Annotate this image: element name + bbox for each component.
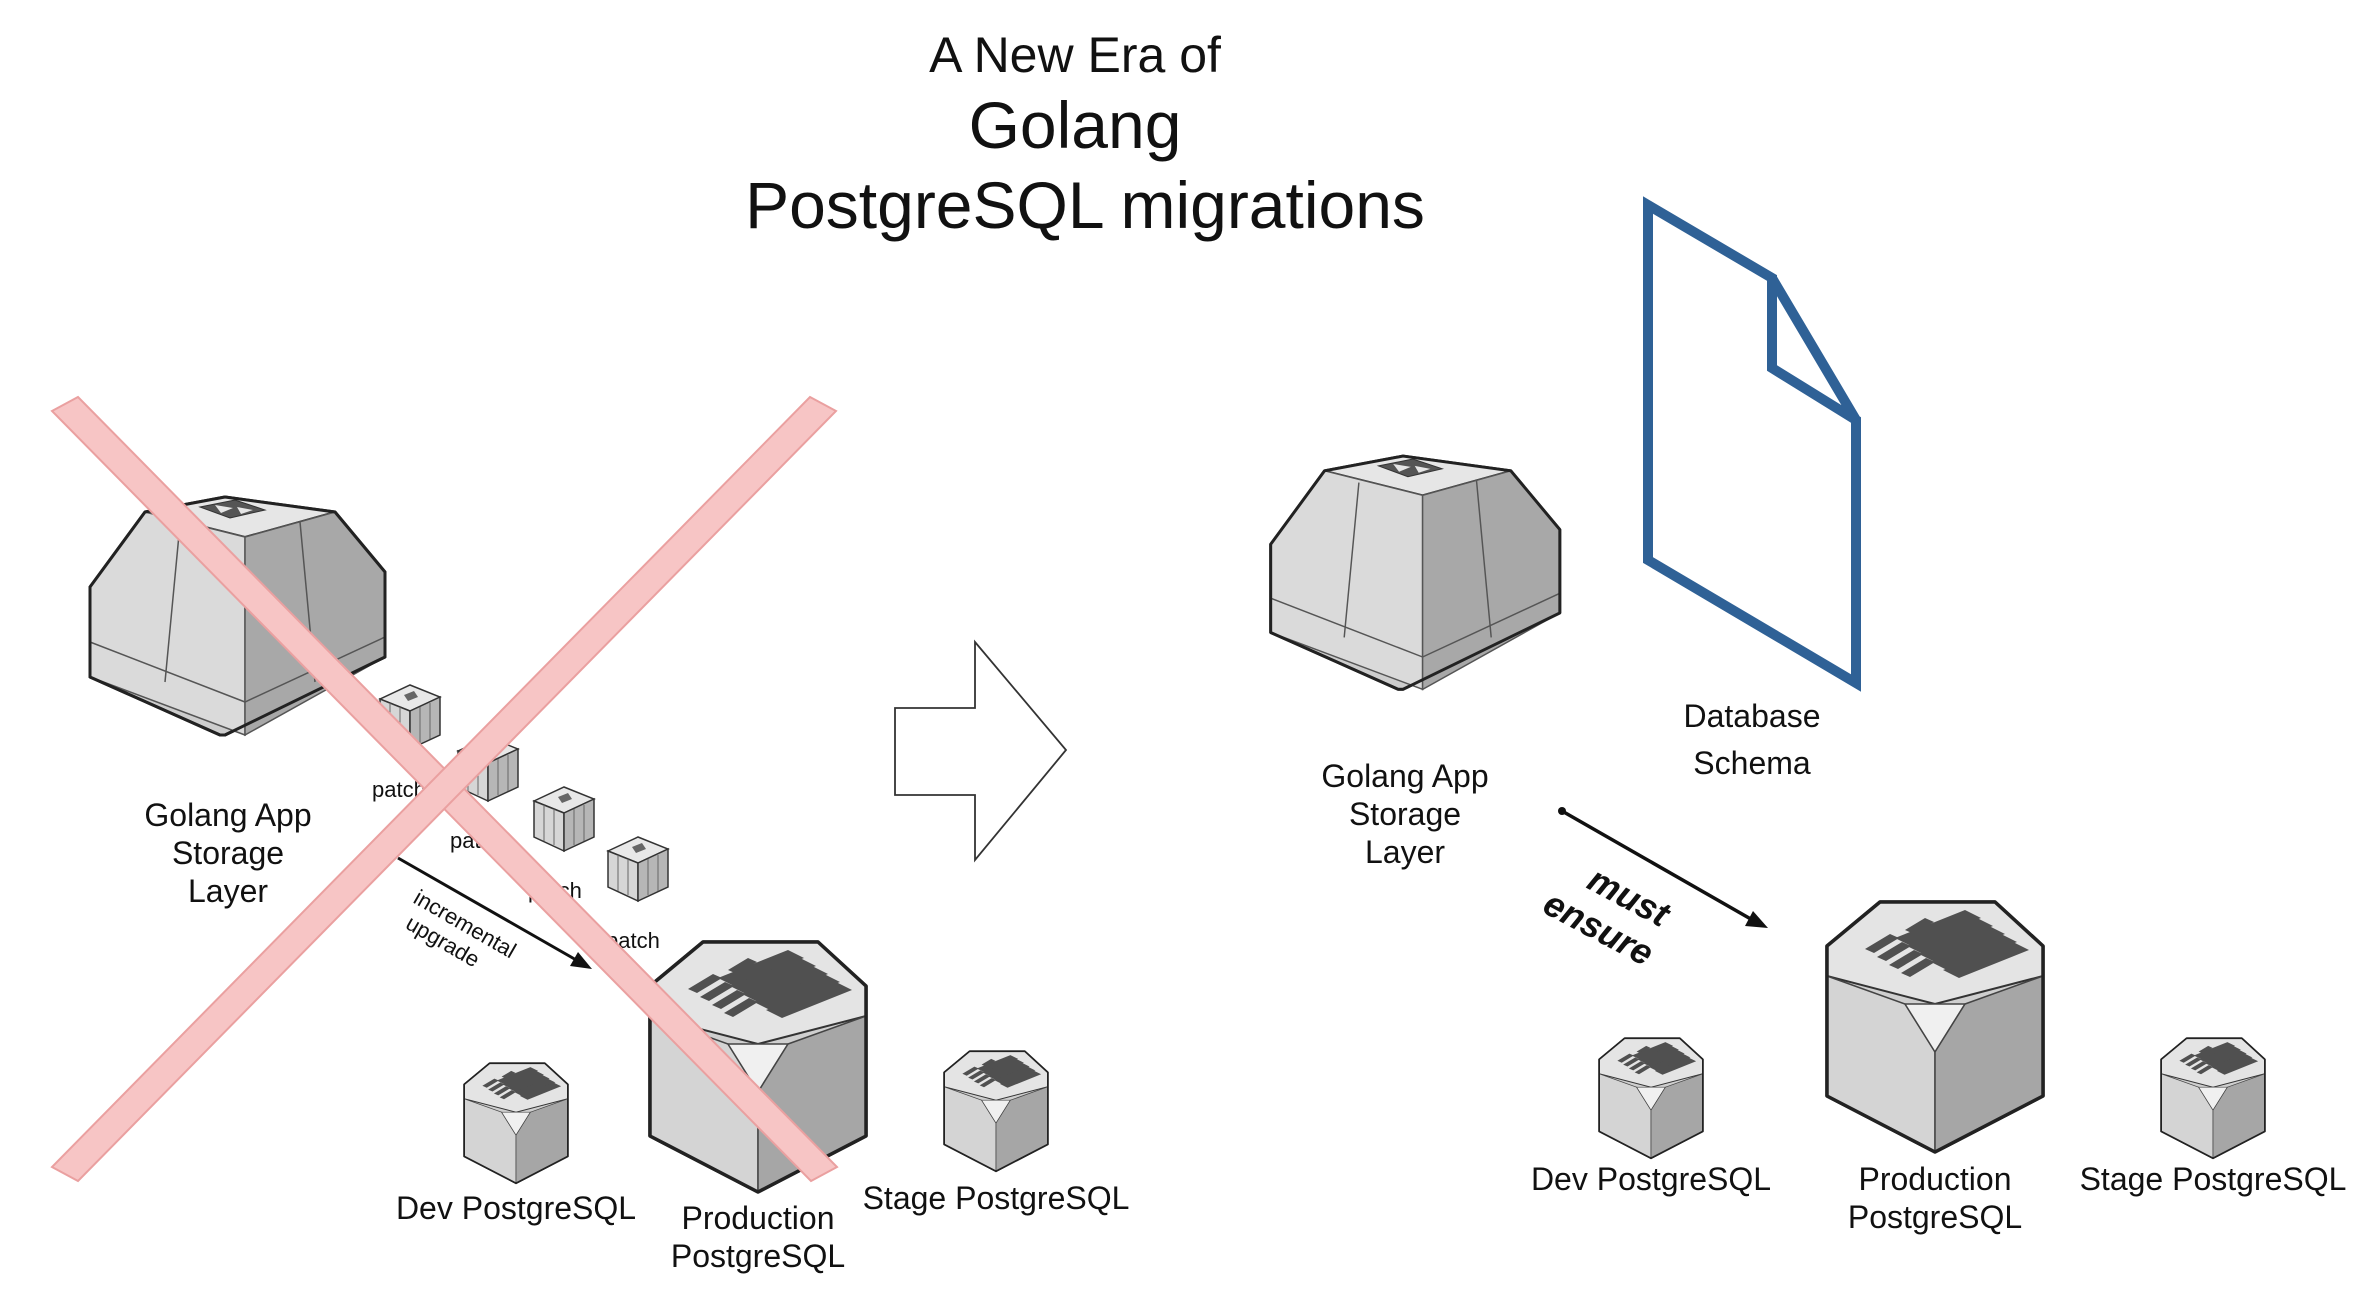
svg-text:PostgreSQL: PostgreSQL: [1848, 1199, 2022, 1235]
app-label: Golang App Storage Layer: [1321, 758, 1488, 870]
svg-text:Production: Production: [682, 1200, 835, 1236]
production-db-server-icon: [1825, 900, 2045, 1154]
stage-db-server-icon: [943, 1050, 1049, 1173]
svg-text:Production: Production: [1859, 1161, 2012, 1197]
transition-arrow-icon: [894, 639, 1068, 863]
patch-box-icon: [533, 786, 595, 852]
document-icon: [1643, 196, 1861, 692]
left-diagram: Golang App Storage Layer patch patch pat…: [50, 395, 1130, 1274]
dev-db-server-icon: [1598, 1037, 1704, 1160]
svg-text:PostgreSQL: PostgreSQL: [671, 1238, 845, 1274]
app-server-icon: [1269, 454, 1562, 691]
svg-text:Storage: Storage: [1349, 796, 1461, 832]
ensure-arrow: [1561, 809, 1757, 924]
title-line-1: A New Era of: [929, 27, 1221, 83]
dev-db-server-icon: [463, 1062, 569, 1185]
svg-text:Golang App: Golang App: [144, 797, 311, 833]
title-line-2: Golang: [969, 88, 1182, 162]
upgrade-arrow: [397, 856, 586, 967]
patch-box-icon: [607, 836, 669, 902]
svg-text:Golang App: Golang App: [1321, 758, 1488, 794]
svg-text:Storage: Storage: [172, 835, 284, 871]
title-block: A New Era of Golang PostgreSQL migration…: [745, 27, 1425, 242]
production-db-label: Production PostgreSQL: [1848, 1161, 2022, 1235]
dev-db-label: Dev PostgreSQL: [1531, 1161, 1771, 1197]
schema-label: Database Schema: [1684, 698, 1821, 781]
title-line-3: PostgreSQL migrations: [745, 168, 1425, 242]
dev-db-label: Dev PostgreSQL: [396, 1190, 636, 1226]
stage-db-label: Stage PostgreSQL: [863, 1180, 1130, 1216]
svg-text:Schema: Schema: [1693, 745, 1811, 781]
upgrade-label: incremental upgrade: [402, 885, 521, 973]
svg-text:Layer: Layer: [188, 873, 268, 909]
arrow-icon: [1745, 911, 1768, 928]
production-db-server-icon: [648, 940, 868, 1194]
production-db-label: Production PostgreSQL: [671, 1200, 845, 1274]
app-label: Golang App Storage Layer: [144, 797, 311, 909]
right-diagram: Database Schema Golang App Storage Layer…: [1269, 196, 2347, 1235]
stage-db-server-icon: [2160, 1037, 2266, 1160]
must-ensure-label: must ensure: [1537, 858, 1678, 974]
svg-text:Layer: Layer: [1365, 834, 1445, 870]
stage-db-label: Stage PostgreSQL: [2080, 1161, 2347, 1197]
cross-out-icon: [50, 395, 839, 1183]
svg-text:Database: Database: [1684, 698, 1821, 734]
arrow-icon: [570, 952, 592, 969]
